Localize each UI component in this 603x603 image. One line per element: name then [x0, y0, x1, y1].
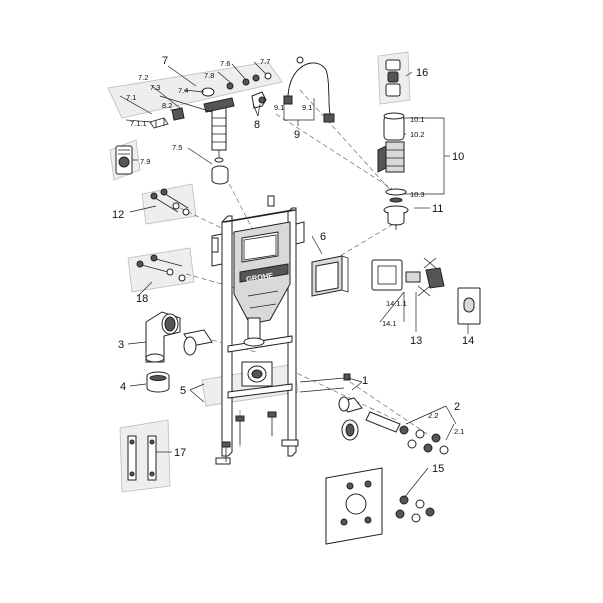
label-16: 16	[416, 67, 428, 79]
part-15-insulation-mat	[325, 467, 435, 545]
label-10-3: 10.3	[410, 190, 425, 199]
label-7-5: 7.5	[172, 143, 182, 152]
fill-valve-body	[211, 107, 227, 151]
label-2-2: 2.2	[428, 411, 438, 420]
label-18: 18	[136, 293, 148, 305]
label-1: 1	[362, 375, 368, 387]
label-10-1: 10.1	[410, 115, 425, 124]
part-7-fill-valve	[115, 72, 272, 185]
part-16	[377, 51, 411, 105]
label-9-1b: 9.1	[302, 103, 312, 112]
label-10-2: 10.2	[410, 130, 425, 139]
label-7-2: 7.2	[138, 73, 148, 82]
part-4-cap	[146, 371, 170, 393]
label-14: 14	[462, 335, 474, 347]
label-7: 7	[162, 55, 168, 67]
flush-pipe	[338, 396, 401, 441]
pipe-sleeve	[183, 329, 213, 356]
frame-left-leg	[221, 215, 233, 457]
label-7-7: 7.7	[260, 57, 270, 66]
part-8-angle-valve	[251, 91, 267, 117]
label-7-1-1: 7.1.1	[130, 119, 147, 128]
flush-valve-top	[383, 115, 405, 141]
part-12-wall-fixings	[150, 188, 190, 216]
label-8-2: 8.2	[162, 101, 172, 110]
label-2-1: 2.1	[454, 427, 464, 436]
brand-plate	[239, 263, 289, 283]
panel-group-7	[107, 61, 283, 119]
part-6-cover-box	[311, 255, 349, 297]
label-7-1: 7.1	[126, 93, 136, 102]
label-2: 2	[454, 401, 460, 413]
label-6: 6	[320, 231, 326, 243]
label-9-1a: 9.1	[274, 103, 284, 112]
label-7-3: 7.3	[150, 83, 160, 92]
cistern-outlet	[247, 317, 261, 341]
callout-labels: 7 7.1 7.1.1 7.2 7.3 7.4 7.5 7.6 7.7 7.8 …	[112, 55, 474, 475]
label-17: 17	[174, 447, 186, 459]
panel-7	[107, 61, 283, 119]
part-11	[383, 205, 409, 230]
label-8: 8	[254, 119, 260, 131]
part-1-bolts	[299, 373, 351, 393]
part-18-fixings	[136, 254, 186, 282]
label-7-9: 7.9	[140, 157, 150, 166]
seal-10-3	[385, 188, 407, 196]
part-14-flush-plate	[457, 287, 481, 325]
brand-text: GROHE	[245, 271, 274, 284]
part-17-brackets	[127, 435, 157, 481]
label-14-1: 14.1	[382, 319, 397, 328]
label-15: 15	[432, 463, 444, 475]
flush-valve-body	[385, 141, 405, 173]
leader-lines	[119, 61, 469, 499]
label-7-6: 7.6	[220, 59, 230, 68]
flush-button	[463, 297, 475, 313]
part-3-elbow-pipe	[145, 311, 181, 363]
label-4: 4	[120, 381, 126, 393]
label-9: 9	[294, 129, 300, 141]
label-7-8: 7.8	[204, 71, 214, 80]
part-10-flush-valve	[377, 112, 407, 203]
installation-frame: GROHE	[211, 195, 305, 465]
label-13: 13	[410, 335, 422, 347]
label-5: 5	[180, 385, 186, 397]
label-3: 3	[118, 339, 124, 351]
fill-valve-arm	[203, 97, 235, 113]
cistern-opening	[241, 231, 279, 263]
panel-12	[141, 183, 197, 225]
label-11: 11	[432, 203, 443, 215]
part-13-actuator-frame	[371, 257, 445, 297]
part-2-fixing-set	[399, 425, 449, 455]
part-9-hose	[283, 56, 335, 123]
label-7-4: 7.4	[178, 86, 188, 95]
label-14-1-1: 14.1.1	[386, 299, 407, 308]
label-10: 10	[452, 151, 464, 163]
label-12: 12	[112, 209, 124, 221]
